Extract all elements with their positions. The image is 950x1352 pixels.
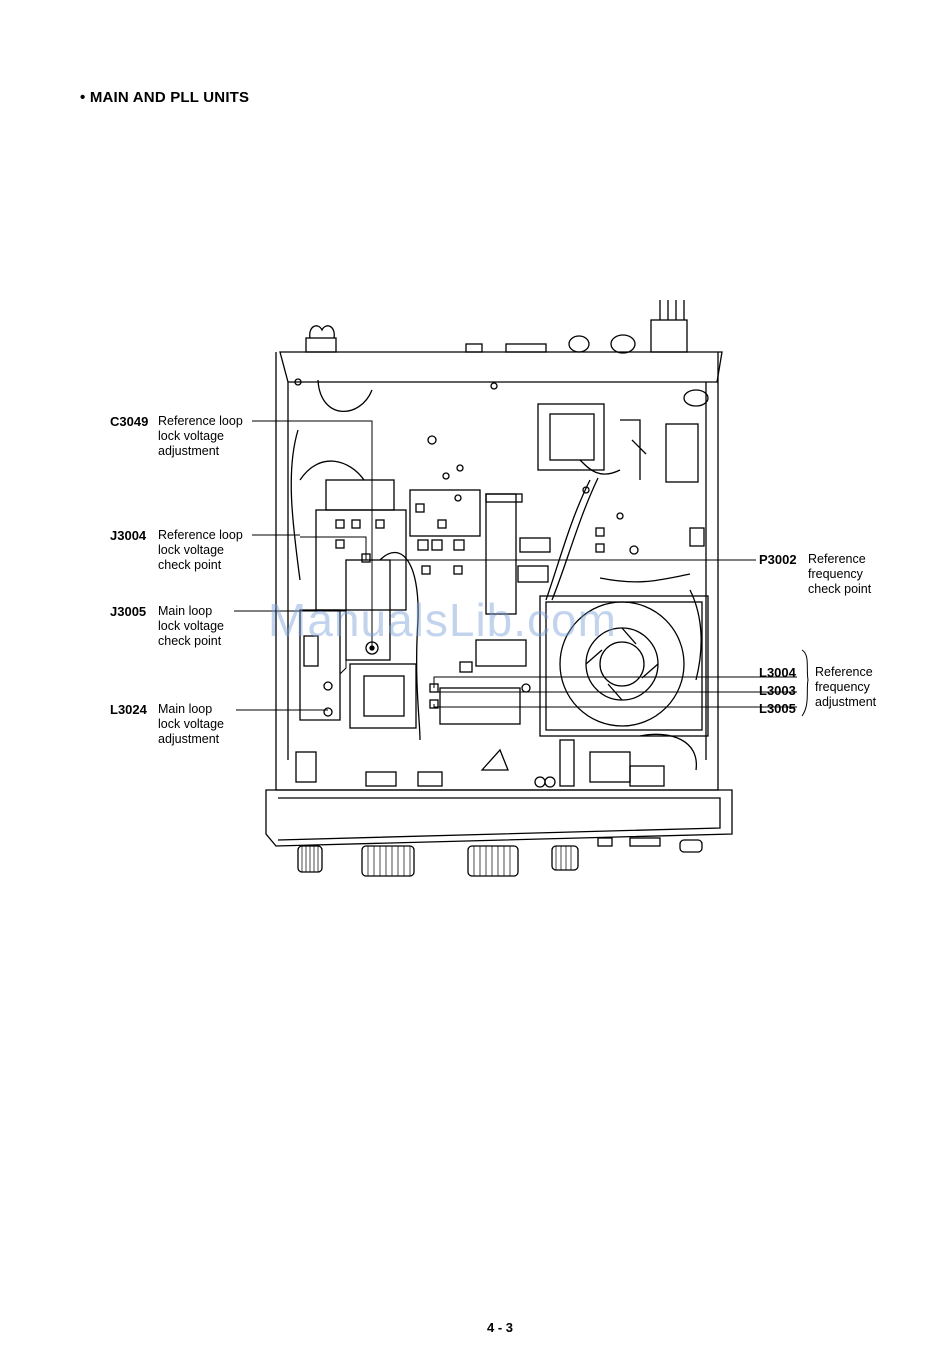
callout-l3005-code: L3005	[759, 701, 796, 716]
callout-p3002-desc-3: check point	[808, 582, 872, 596]
callout-l3024-desc-3: adjustment	[158, 732, 220, 746]
callout-l3004-code: L3004	[759, 665, 796, 680]
page-number: 4 - 3	[486, 1320, 513, 1335]
callout-p3002-code: P3002	[759, 552, 797, 567]
callout-c3049-desc-1: Reference loop	[158, 414, 243, 428]
callout-l300x-desc-3: adjustment	[815, 695, 877, 709]
callout-c3049-code: C3049	[110, 414, 149, 429]
callout-l300x-desc-1: Reference	[815, 665, 873, 679]
callout-c3049-desc-2: lock voltage	[158, 429, 225, 443]
callout-l3024-desc-2: lock voltage	[158, 717, 225, 731]
watermark-text: ManualsLib.com	[268, 594, 617, 646]
callout-l300x-desc-2: frequency	[815, 680, 870, 694]
callout-p3002-desc-2: frequency	[808, 567, 863, 581]
callout-j3004-desc-1: Reference loop	[158, 528, 243, 542]
callout-p3002-desc-1: Reference	[808, 552, 866, 566]
callout-c3049-desc-3: adjustment	[158, 444, 220, 458]
page-title: • MAIN AND PLL UNITS	[80, 89, 250, 106]
callout-j3004-code: J3004	[110, 528, 147, 543]
callout-l3024-desc-1: Main loop	[158, 702, 213, 716]
callout-j3005-desc-3: check point	[158, 634, 222, 648]
callout-j3004-desc-3: check point	[158, 558, 222, 572]
callout-j3005-code: J3005	[110, 604, 147, 619]
callout-j3005-desc-2: lock voltage	[158, 619, 225, 633]
callout-l3003-code: L3003	[759, 683, 796, 698]
callout-j3005-desc-1: Main loop	[158, 604, 213, 618]
callout-l3024-code: L3024	[110, 702, 147, 717]
callout-j3004-desc-2: lock voltage	[158, 543, 225, 557]
